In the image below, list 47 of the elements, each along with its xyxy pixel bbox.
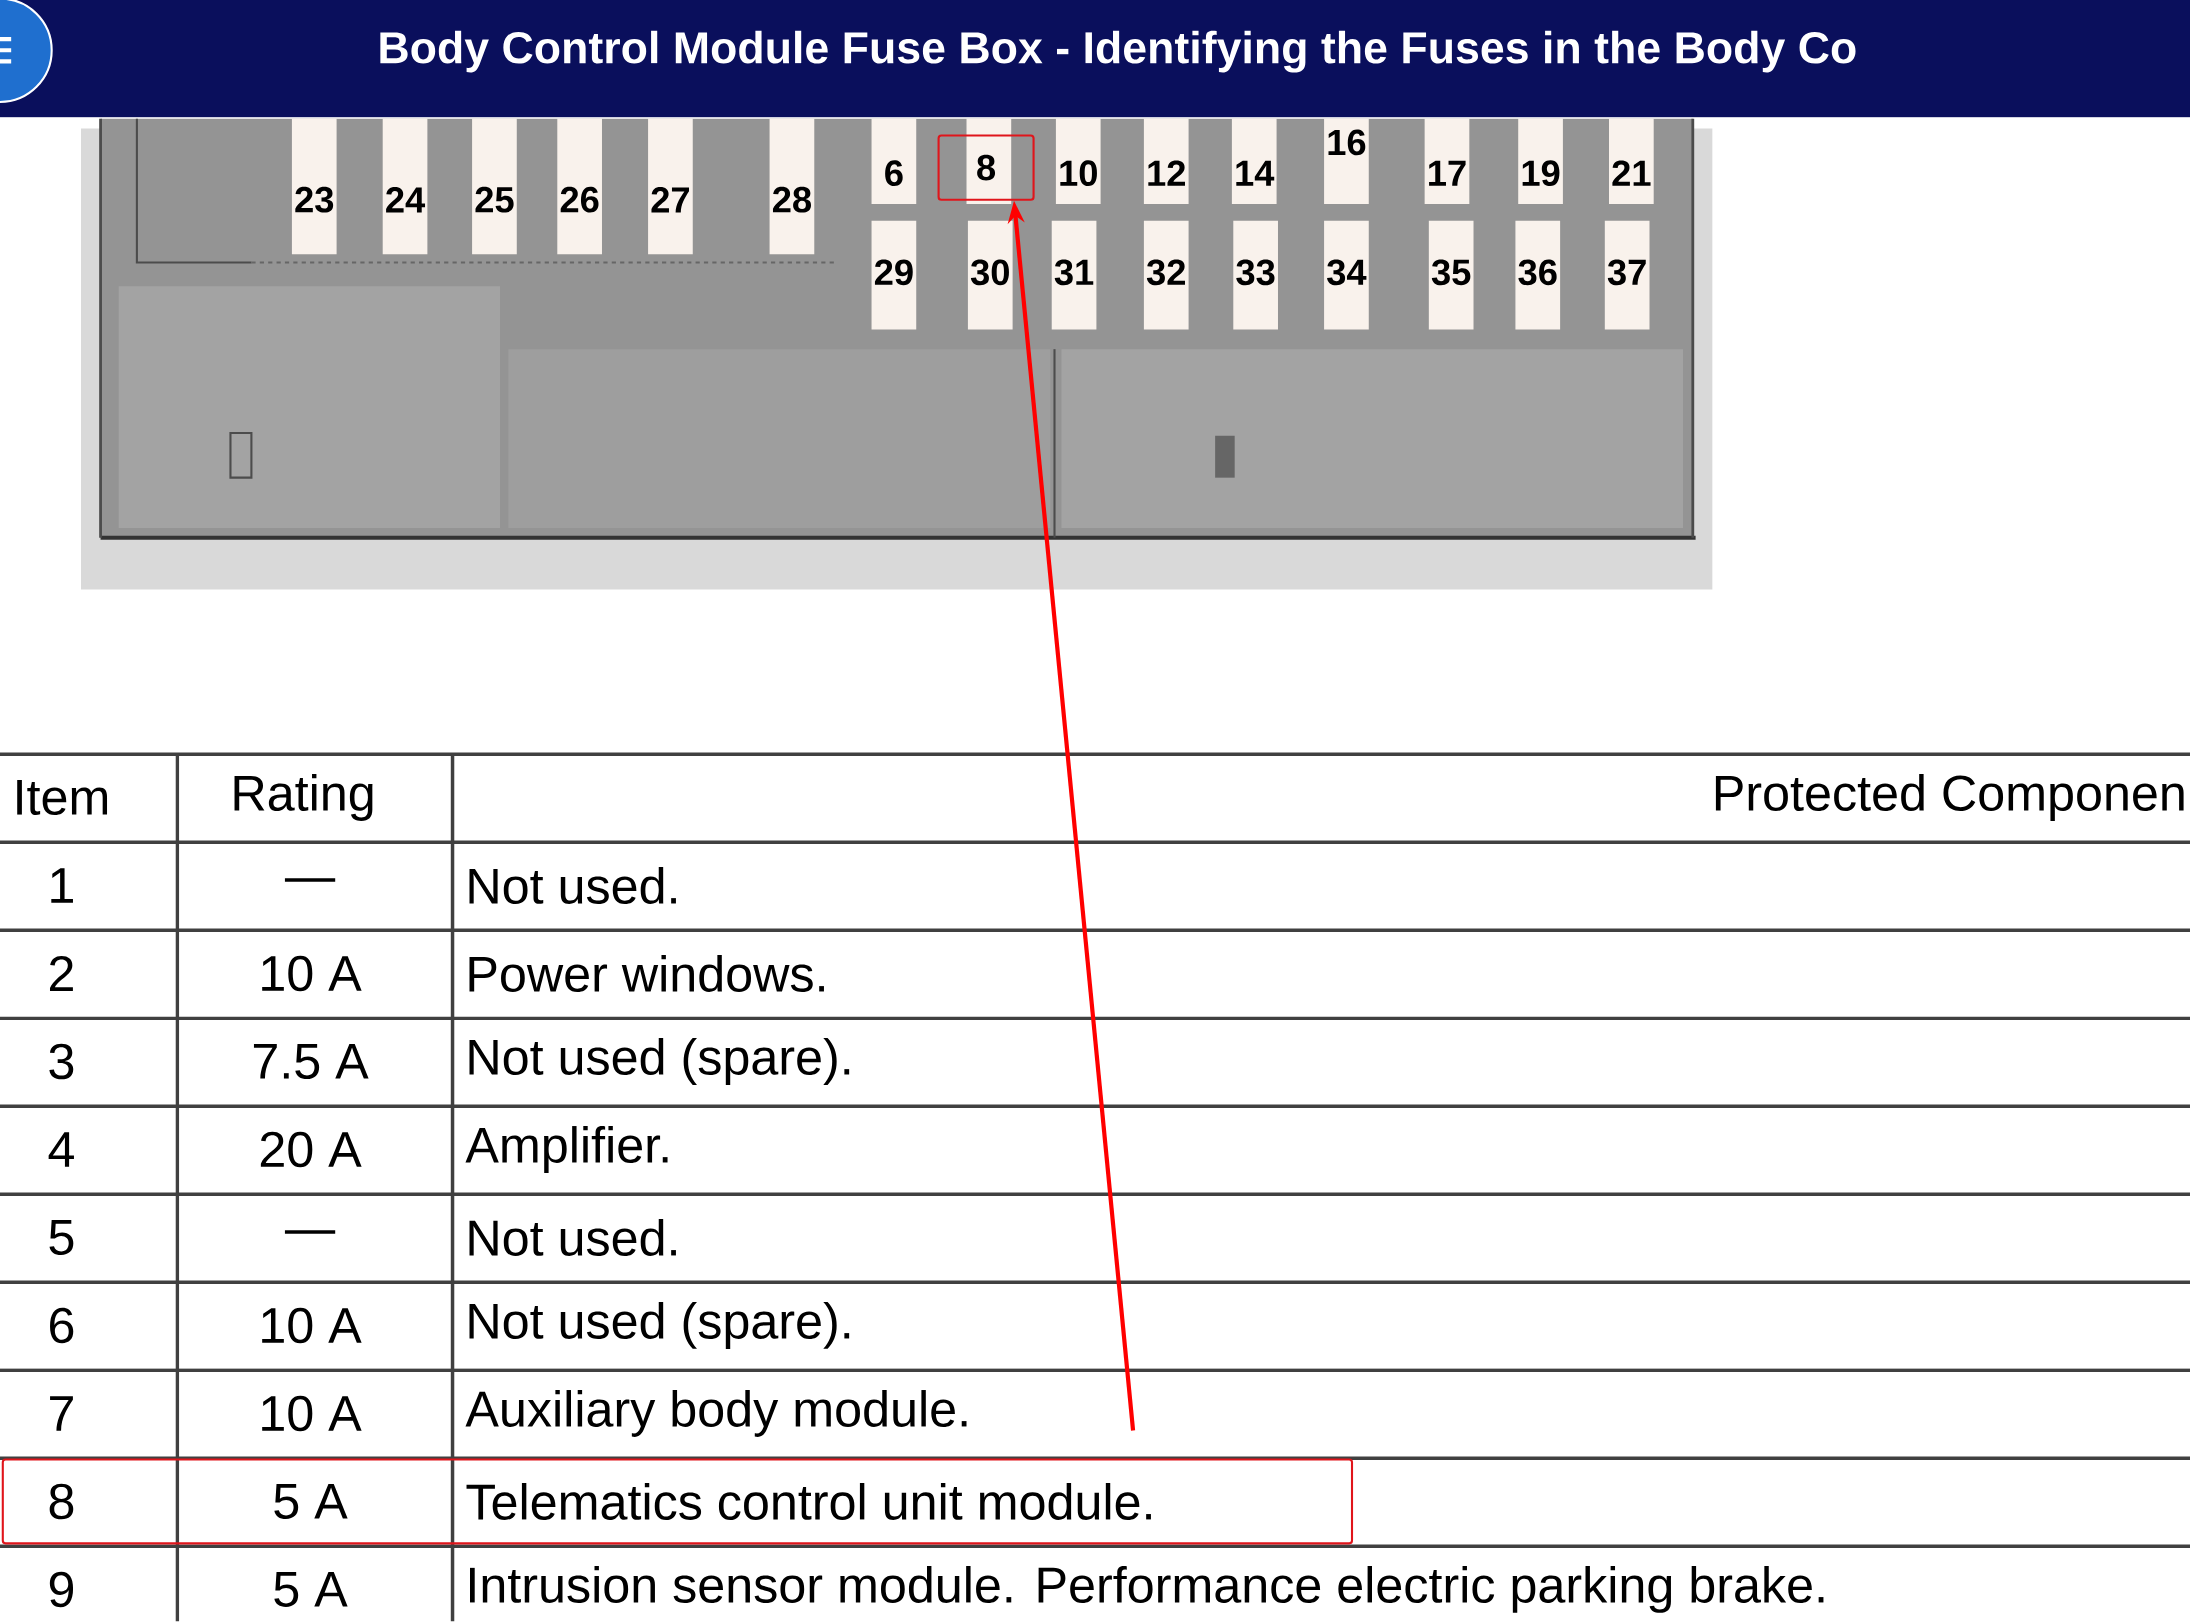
table-cell: Power windows. bbox=[469, 955, 824, 993]
table-cell: Amplifier. bbox=[465, 1126, 668, 1174]
table-cell: Not used. bbox=[469, 1219, 676, 1257]
table-cell: — bbox=[284, 878, 336, 882]
fuse-number: 28 bbox=[773, 187, 811, 213]
fuse-number: 33 bbox=[1236, 259, 1275, 286]
fuse-number: 25 bbox=[475, 187, 514, 213]
fuse-number: 12 bbox=[1148, 160, 1185, 187]
fuse-number: 37 bbox=[1607, 259, 1646, 286]
table-cell: 4 bbox=[48, 1132, 74, 1167]
highlight-row: 8 5 A Telematics control unit module. bbox=[1, 1458, 1354, 1545]
table-cell: 2 bbox=[50, 956, 73, 992]
table-cell: 1 bbox=[51, 868, 73, 903]
fuse-number: 34 bbox=[1327, 259, 1367, 286]
table-cell: 10 A bbox=[262, 1307, 362, 1344]
title: Body Control Module Fuse Box - Identifying the Fuses in the Body Co bbox=[380, 30, 1856, 73]
table-cell: 10 A bbox=[262, 955, 362, 992]
table-cell: 20 A bbox=[260, 1131, 362, 1168]
table-cell: 3 bbox=[49, 1043, 74, 1080]
table-cell: Not used. bbox=[469, 867, 676, 905]
fuse-number: 17 bbox=[1429, 160, 1466, 186]
fuse-number: 36 bbox=[1518, 259, 1557, 286]
fuse-number: 24 bbox=[386, 187, 426, 213]
table-header: Item bbox=[17, 780, 108, 816]
table-header: Rating bbox=[234, 774, 373, 822]
fuse-number: 21 bbox=[1612, 160, 1651, 187]
fuse-number: 29 bbox=[874, 259, 913, 286]
fuse-number: 35 bbox=[1431, 259, 1471, 286]
fuse-number: 14 bbox=[1236, 160, 1275, 186]
table-header: Protected Componen bbox=[1715, 774, 2184, 822]
fuse-number: 23 bbox=[295, 187, 334, 213]
fuse-number: 31 bbox=[1054, 259, 1094, 286]
fuse-number: 19 bbox=[1522, 160, 1560, 187]
table-cell: 7.5 A bbox=[253, 1044, 369, 1080]
fuse-number: 32 bbox=[1146, 259, 1185, 286]
table-cell: 5 bbox=[49, 1220, 74, 1256]
table-cell: 6 bbox=[50, 1307, 74, 1344]
fuse-number: 30 bbox=[970, 259, 1009, 286]
highlight-box: 8 bbox=[937, 134, 1035, 201]
table-cell: — bbox=[284, 1230, 336, 1234]
fuse-number: 26 bbox=[560, 187, 599, 213]
table-cell: Not used (spare). bbox=[469, 1038, 850, 1086]
fuse-number: 16 bbox=[1328, 129, 1366, 156]
fuse-number: 27 bbox=[651, 187, 689, 213]
table-cell: Intrusion sensor module. Performance electric parking brake. bbox=[470, 1566, 1824, 1614]
fuse-number: 6 bbox=[885, 160, 903, 187]
table-cell: Not used (spare). bbox=[469, 1302, 850, 1350]
